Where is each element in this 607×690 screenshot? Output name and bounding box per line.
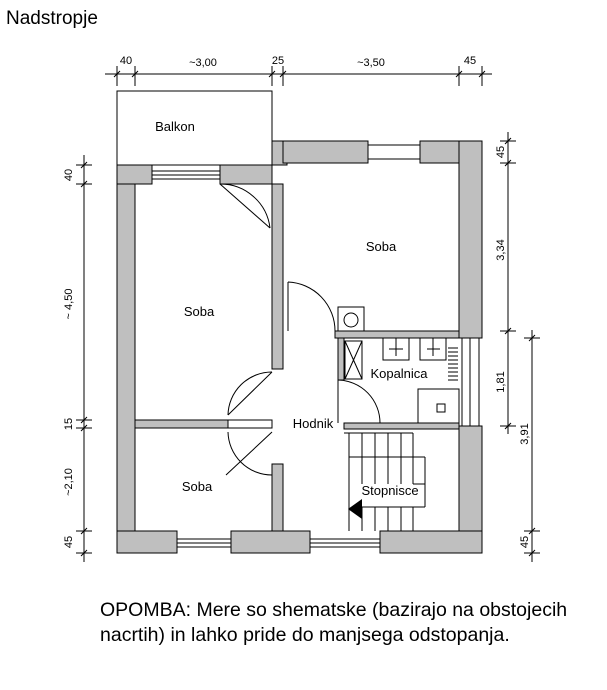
room-label-bottom: Soba	[182, 479, 213, 494]
dimension-labels: 40 ~3,00 25 ~3,50 45 40 ~ 4,50 15 ~2,10 …	[63, 55, 531, 548]
dim-top-40: 40	[120, 55, 132, 67]
stairs-arrow-icon	[348, 499, 362, 519]
right-outer-wall-a	[458, 140, 483, 339]
note-prefix: OPOMBA	[100, 599, 186, 621]
bathroom-bottom-wall	[343, 422, 460, 430]
mid-wall-upper	[271, 183, 284, 370]
dim-top-25: 25	[272, 55, 284, 67]
bathroom-fixtures	[337, 306, 460, 424]
shower	[417, 388, 460, 424]
dim-left-40: 40	[63, 169, 75, 181]
top-wall-right-b	[282, 140, 369, 164]
dimension-lines	[76, 66, 540, 562]
bottom-wall-c	[379, 530, 483, 554]
dim-right-181: 1,81	[495, 371, 507, 392]
floor-plan: 40 ~3,00 25 ~3,50 45 40 ~ 4,50 15 ~2,10 …	[63, 55, 540, 562]
room-label-stairs: Stopnisce	[361, 483, 418, 498]
top-wall-left-b	[219, 164, 273, 185]
balcony-outline	[116, 90, 273, 166]
room-label-balcony: Balkon	[155, 119, 195, 134]
dim-right-391: 3,91	[519, 423, 531, 444]
bottom-wall-b	[230, 530, 311, 554]
note-body: : Mere so shematske (bazirajo na obstoje…	[100, 599, 568, 646]
room-divider-wall	[134, 419, 229, 429]
bottom-wall-a	[116, 530, 178, 554]
top-wall-left-a	[116, 164, 153, 185]
bathroom-left-wall	[337, 337, 345, 381]
left-outer-wall	[116, 164, 136, 554]
dim-left-210: ~2,10	[63, 468, 75, 496]
dim-left-450: ~ 4,50	[63, 289, 75, 320]
dim-left-45: 45	[63, 536, 75, 548]
window-top-right	[367, 144, 421, 160]
note-text: OPOMBA: Mere so shematske (bazirajo na o…	[100, 598, 600, 648]
room-label-bathroom: Kopalnica	[370, 366, 428, 381]
dim-top-45: 45	[464, 55, 476, 67]
walls	[116, 140, 483, 554]
windows	[151, 144, 480, 548]
dim-top-350: ~3,50	[357, 57, 385, 69]
bathroom-top-wall	[334, 330, 460, 339]
dim-top-300: ~3,00	[189, 57, 217, 69]
dim-right-334: 3,34	[495, 239, 507, 260]
room-label-hallway: Hodnik	[293, 416, 334, 431]
dim-right-45: 45	[495, 146, 507, 158]
room-labels: Balkon Soba Soba Soba Kopalnica Hodnik S…	[155, 119, 428, 498]
stairs-drawing	[344, 432, 426, 531]
washing-machine	[337, 306, 365, 332]
page-title: Nadstropje	[6, 8, 98, 29]
doors	[219, 183, 381, 476]
toilet-box	[344, 340, 363, 380]
dim-right-45-bottom: 45	[519, 536, 531, 548]
dim-left-15: 15	[63, 418, 75, 430]
room-label-right: Soba	[366, 239, 397, 254]
room-divider-wall-b	[227, 419, 273, 429]
room-label-left: Soba	[184, 304, 215, 319]
